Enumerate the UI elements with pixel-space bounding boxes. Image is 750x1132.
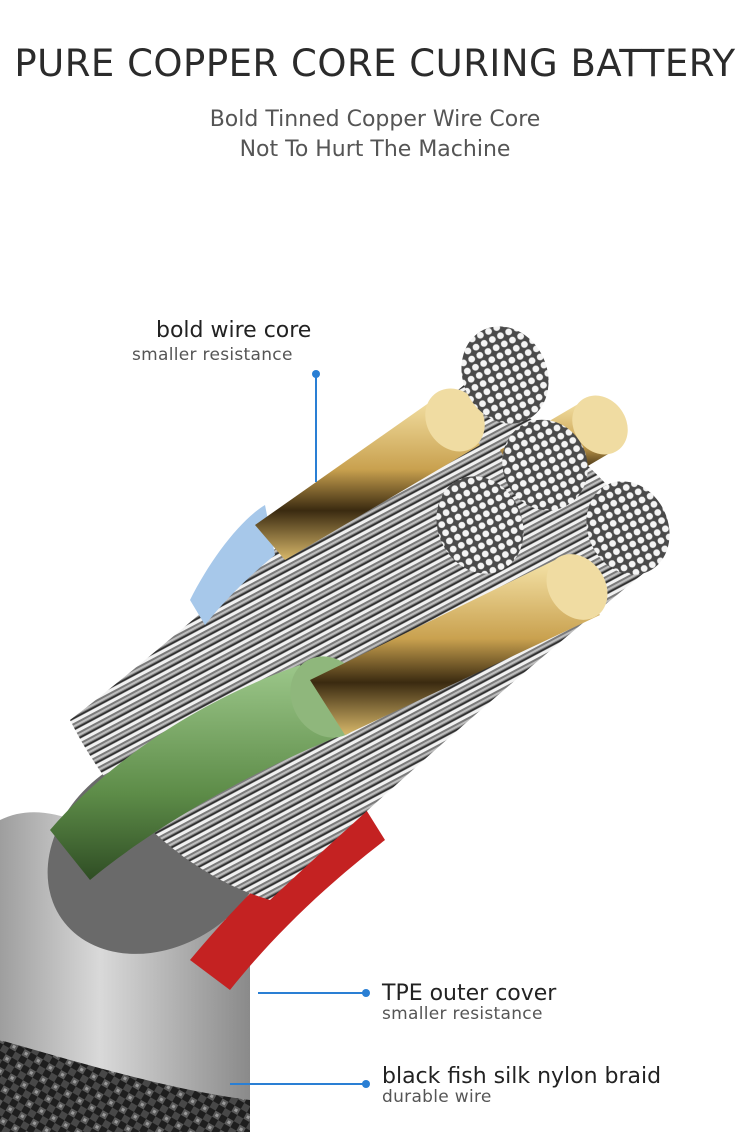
callout-pointer-line — [230, 1083, 366, 1085]
copper-conductor-lower — [310, 560, 600, 735]
blue-insulated-wire — [190, 505, 275, 625]
strand-end-face — [436, 476, 524, 574]
callout-tpe-cover-subtitle: smaller resistance — [382, 1004, 543, 1024]
subtitle-line-1: Bold Tinned Copper Wire Core — [209, 107, 541, 132]
callout-pointer-dot — [362, 989, 370, 997]
callout-bold-wire-core-subtitle: smaller resistance — [132, 345, 293, 365]
copper-conductor-upper — [255, 395, 480, 560]
callout-braid-title: black fish silk nylon braid — [382, 1064, 662, 1089]
red-insulated-wire — [190, 800, 385, 990]
strand-end-face — [502, 419, 588, 511]
callout-pointer-dot — [362, 1080, 370, 1088]
callout-bold-wire-core-title: bold wire core — [156, 318, 312, 343]
callout-pointer-line — [315, 374, 317, 482]
callout-tpe-cover-title: TPE outer cover — [382, 981, 557, 1006]
callout-pointer-line — [258, 992, 366, 994]
page-title: PURE COPPER CORE CURING BATTERY — [14, 42, 736, 85]
callout-braid-subtitle: durable wire — [382, 1087, 492, 1107]
strand-end-face — [586, 481, 670, 575]
strand-end-face — [461, 326, 549, 424]
green-insulated-wire — [50, 665, 355, 880]
subtitle-line-2: Not To Hurt The Machine — [239, 137, 511, 162]
